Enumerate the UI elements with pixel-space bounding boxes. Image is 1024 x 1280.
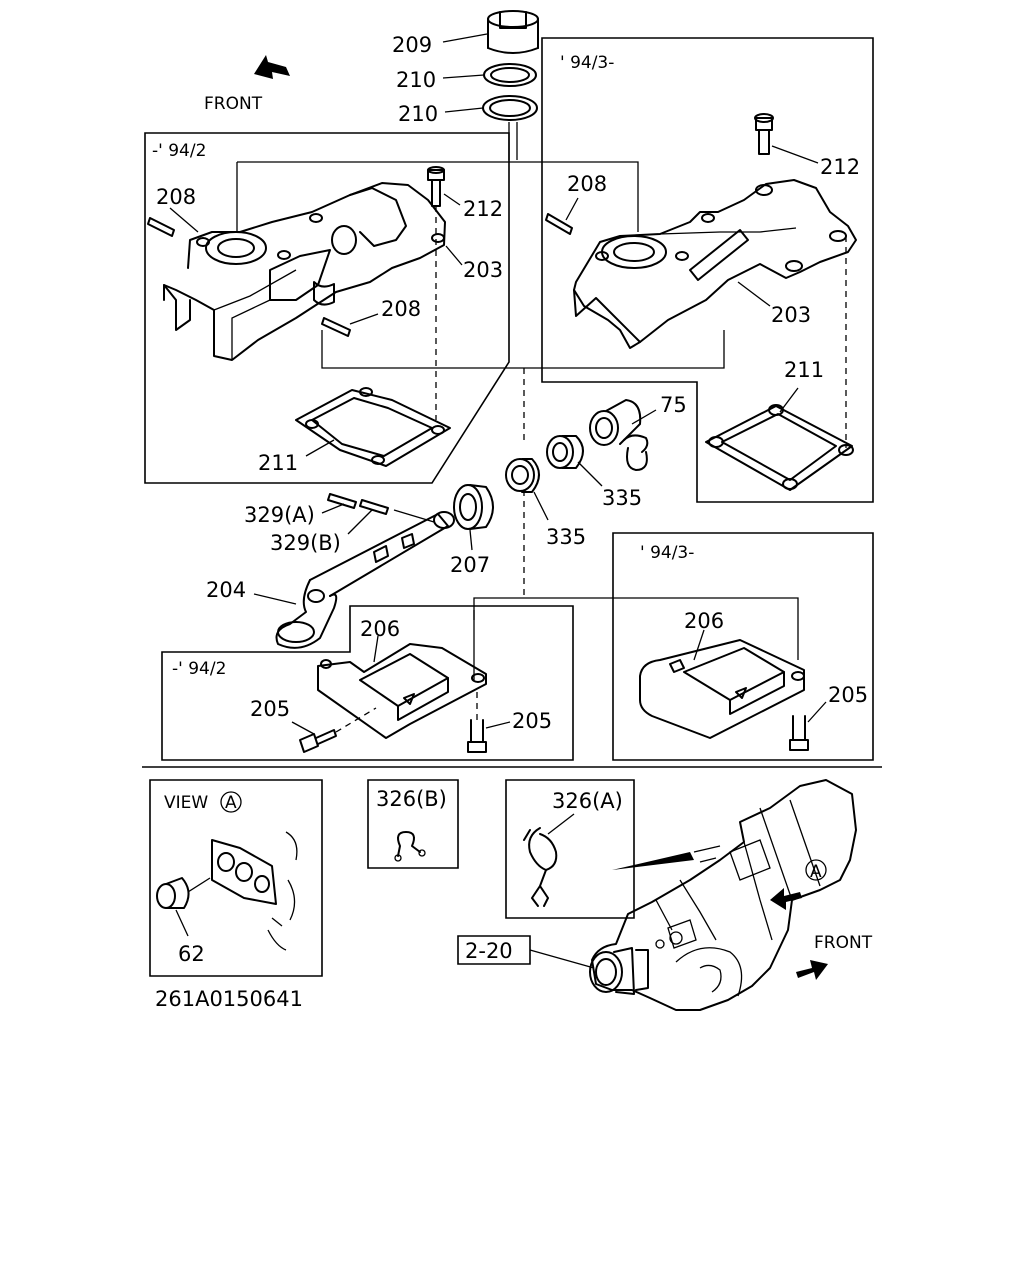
transmission-assembly: A FRONT 2-20 [457, 779, 873, 1011]
cover-203-left [163, 182, 446, 361]
callout-208-left-top: 208 [156, 185, 196, 209]
shaft-seal-stack: 209 210 210 [392, 10, 539, 160]
callout-203-right: 203 [771, 303, 811, 327]
bushing-335-upper: 335 [546, 435, 642, 510]
bottom-right-date: ' 94/3- [640, 543, 694, 563]
front-indicator: FRONT [204, 55, 290, 114]
bottom-right-variant-box: ' 94/3- 206 205 [612, 532, 874, 761]
cover-203-right [573, 179, 857, 349]
view-arrow-icon [770, 888, 802, 910]
callout-335-lower: 335 [546, 525, 586, 549]
top-right-variant-box: ' 94/3- 208 212 203 [541, 37, 874, 503]
callout-204: 204 [206, 578, 246, 602]
clip-326a-box: 326(A) [505, 779, 635, 919]
assembly-front-arrow-icon [796, 960, 828, 980]
bottom-left-date: -' 94/2 [172, 659, 226, 679]
callout-210-upper: 210 [396, 68, 436, 92]
bushing-335-lower: 335 [505, 458, 586, 549]
assembly-view-marker: A [810, 862, 822, 882]
top-left-date: -' 94/2 [152, 141, 206, 161]
callout-211-left: 211 [258, 451, 298, 475]
callout-205-right: 205 [828, 683, 868, 707]
bushing-75: 75 [589, 393, 687, 471]
assembly-ref-box: 2-20 [465, 939, 513, 963]
shift-lever-204: 329(A) 329(B) 204 [206, 493, 455, 649]
callout-75: 75 [660, 393, 687, 417]
callout-208-left-mid: 208 [381, 297, 421, 321]
bottom-left-variant-box: -' 94/2 206 205 205 [161, 605, 574, 761]
callout-205-left-b: 205 [512, 709, 552, 733]
assembly-front-label: FRONT [814, 933, 873, 953]
callout-329a: 329(A) [244, 503, 315, 527]
callout-209: 209 [392, 33, 432, 57]
callout-208-right: 208 [567, 172, 607, 196]
bearing-207: 207 [450, 484, 494, 577]
callout-335-upper: 335 [602, 486, 642, 510]
top-right-date: ' 94/3- [560, 53, 614, 73]
callout-206-right: 206 [684, 609, 724, 633]
view-a-letter: A [225, 793, 237, 813]
view-a-box: VIEW A 62 [149, 779, 323, 977]
assembly-bracket-lines [236, 161, 799, 680]
callout-210-lower: 210 [398, 102, 438, 126]
view-a-part-62: 62 [178, 942, 205, 966]
callout-329b: 329(B) [270, 531, 341, 555]
front-label: FRONT [204, 94, 263, 114]
callout-212-left: 212 [463, 197, 503, 221]
top-left-variant-box: -' 94/2 208 208 212 [144, 132, 510, 484]
callout-207: 207 [450, 553, 490, 577]
callout-206-left: 206 [360, 617, 400, 641]
callout-212-right: 212 [820, 155, 860, 179]
callout-203-left: 203 [463, 258, 503, 282]
view-a-title: VIEW [164, 793, 208, 813]
clip-326a-label: 326(A) [552, 789, 623, 813]
callout-205-left-a: 205 [250, 697, 290, 721]
front-arrow-icon [254, 55, 290, 79]
drawing-number: 261A0150641 [155, 987, 303, 1011]
clip-326b-label: 326(B) [376, 787, 447, 811]
clip-326b-box: 326(B) [367, 779, 459, 869]
callout-211-right: 211 [784, 358, 824, 382]
